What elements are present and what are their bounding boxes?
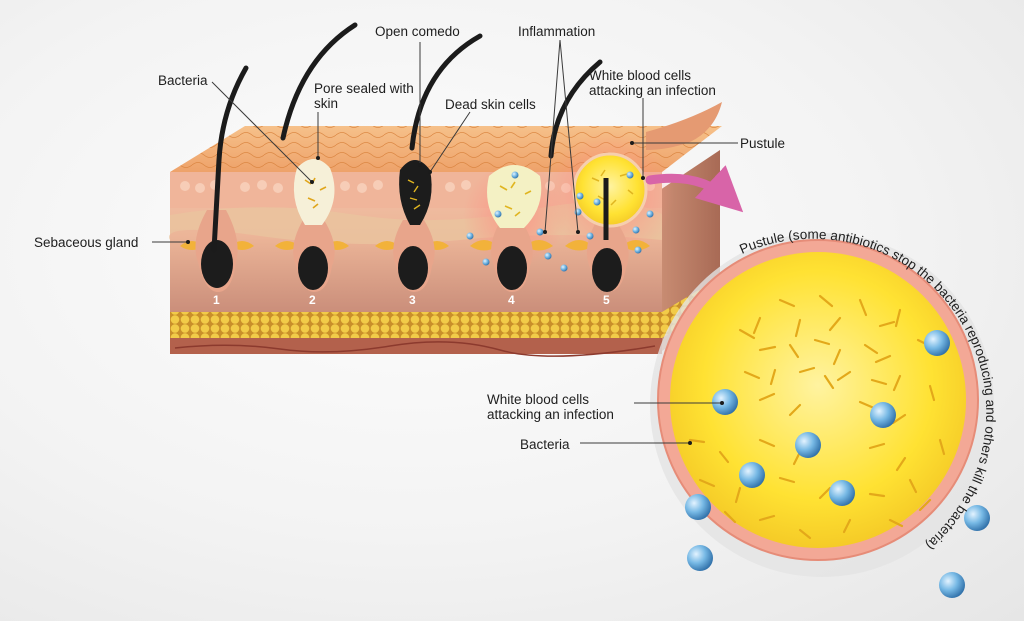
pustule-flap [646, 102, 722, 150]
label-bacteria-bottom: Bacteria [520, 437, 570, 452]
leader-dots [186, 141, 724, 445]
stage-number-3: 3 [409, 293, 416, 307]
follicle-1 [180, 65, 254, 292]
label-inflammation: Inflammation [518, 24, 596, 39]
bacteria-cluster [688, 294, 946, 540]
leader-lines [152, 39, 738, 444]
label-pore-sealed: Pore sealed with skin [314, 81, 414, 111]
fat-layer [170, 312, 662, 338]
label-wbc-top: White blood cells attacking an infection [589, 68, 716, 98]
stage-number-5: 5 [603, 293, 610, 307]
label-open-comedo: Open comedo [375, 24, 460, 39]
label-dead-skin-cells: Dead skin cells [445, 97, 536, 112]
label-pustule: Pustule [740, 136, 786, 151]
magnified-pustule [650, 233, 994, 598]
label-bacteria: Bacteria [158, 73, 208, 88]
stage-number-2: 2 [309, 293, 316, 307]
label-wbc-bottom: White blood cells attacking an infection [487, 392, 614, 422]
white-blood-cells [685, 330, 990, 598]
label-sebaceous-gland: Sebaceous gland [34, 235, 139, 250]
follicle-2 [275, 22, 358, 292]
magnify-arrow [645, 165, 744, 213]
stage-number-4: 4 [508, 293, 515, 307]
skin-white-blood-cells [466, 171, 654, 272]
follicle-3 [375, 33, 483, 292]
stage-number-1: 1 [213, 293, 220, 307]
